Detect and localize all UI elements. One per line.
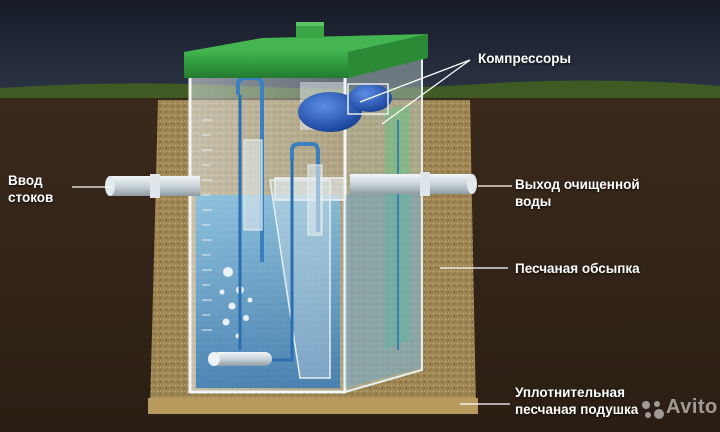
pointer-lines	[72, 59, 512, 405]
compressors-label: Компрессоры	[478, 51, 572, 66]
sand-backfill-label: Песчаная обсыпка	[515, 261, 640, 276]
outlet-pipe	[350, 172, 477, 196]
avito-watermark: Avito	[640, 396, 718, 424]
tank-body	[188, 56, 423, 394]
inlet-label: Ввод стоков	[8, 173, 54, 205]
avito-dots-icon	[642, 401, 664, 419]
inlet-pipe	[105, 174, 200, 198]
avito-watermark-text: Avito	[666, 396, 718, 418]
outlet-label: Выход очищенной воды	[515, 177, 640, 209]
sand-cushion	[148, 398, 478, 414]
sand-cushion-label: Уплотнительная песчаная подушка	[515, 385, 639, 417]
tank-lid	[184, 22, 428, 78]
